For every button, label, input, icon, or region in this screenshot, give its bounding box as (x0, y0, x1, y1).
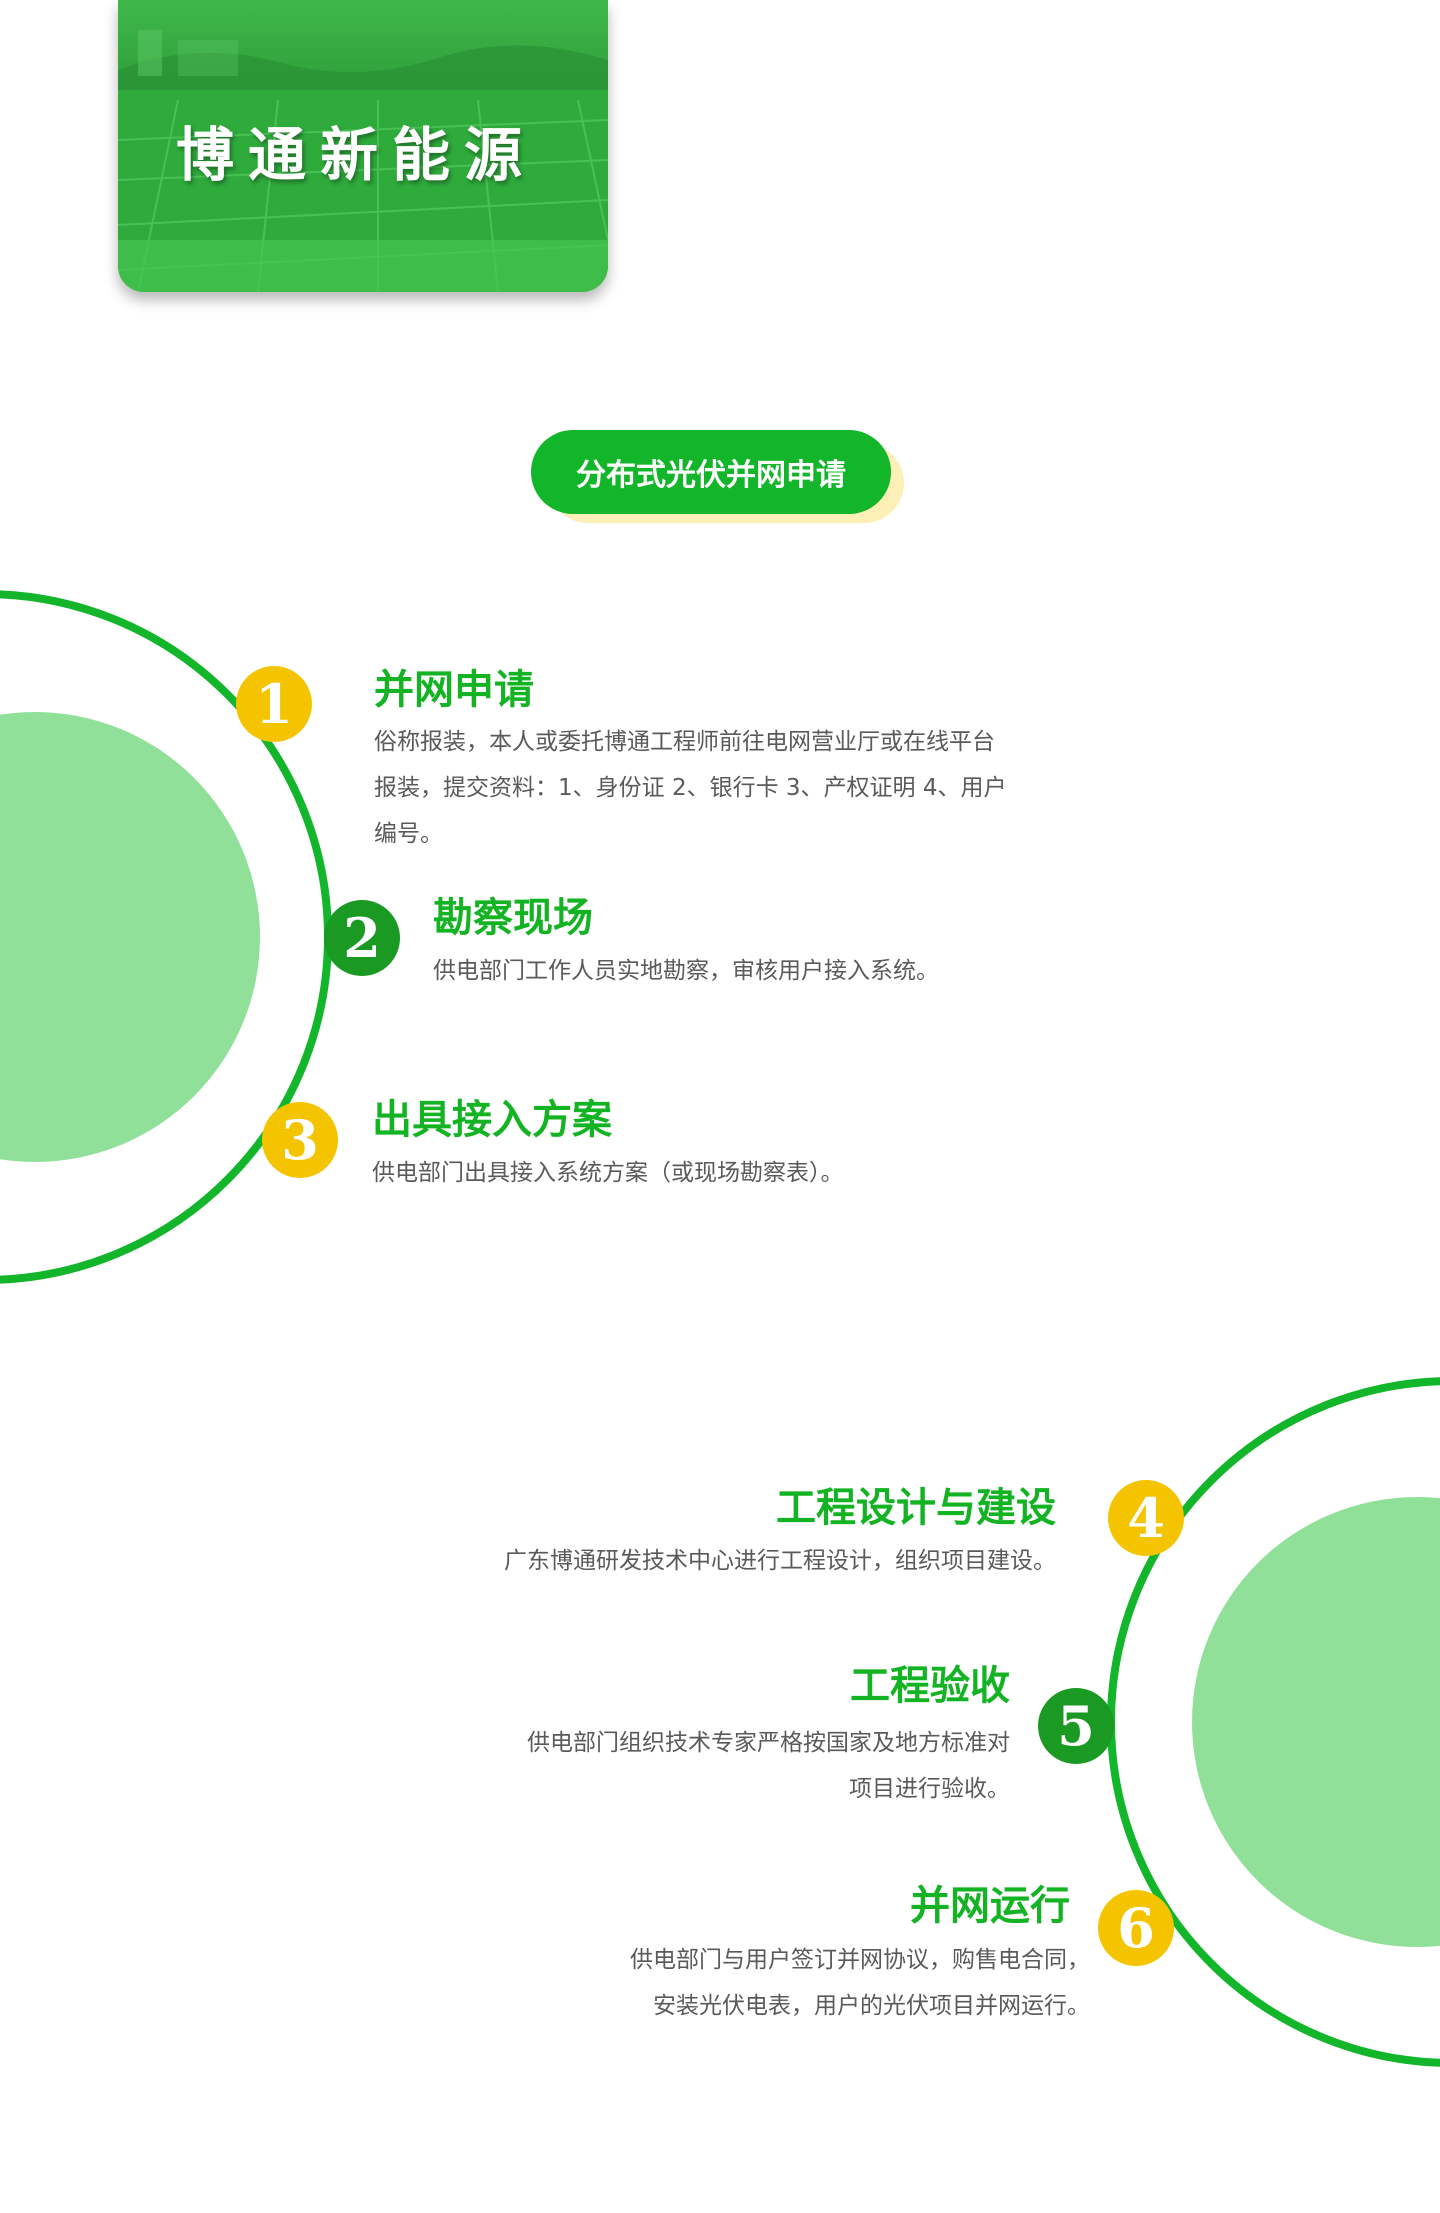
step-4-desc-line: 广东博通研发技术中心进行工程设计，组织项目建设。 (504, 1548, 1056, 1574)
step-1-desc-line: 报装，提交资料：1、身份证 2、银行卡 3、产权证明 4、用户 (374, 775, 1007, 801)
step-3-title: 出具接入方案 (372, 1097, 612, 1143)
step-5-title: 工程验收 (850, 1663, 1010, 1709)
step-1-desc-line: 编号。 (374, 821, 443, 847)
step-5-number-badge: 5 (1038, 1688, 1114, 1764)
step-2-desc-line: 供电部门工作人员实地勘察，审核用户接入系统。 (433, 958, 939, 984)
step-6-description: 供电部门与用户签订并网协议，购售电合同， 安装光伏电表，用户的光伏项目并网运行。 (390, 1937, 1090, 2029)
brand-name: 博通新能源 (176, 121, 537, 189)
step-1-desc-line: 俗称报装，本人或委托博通工程师前往电网营业厅或在线平台 (374, 729, 995, 755)
step-1-number-badge: 1 (236, 666, 312, 742)
step-6-title: 并网运行 (910, 1883, 1070, 1929)
step-5-desc-line: 供电部门组织技术专家严格按国家及地方标准对 (527, 1730, 1010, 1756)
step-6-desc-line: 安装光伏电表，用户的光伏项目并网运行。 (653, 1993, 1090, 2019)
right-disc (1192, 1497, 1440, 1947)
step-3-number-badge: 3 (262, 1102, 338, 1178)
step-4-number-badge: 4 (1108, 1480, 1184, 1556)
step-5-description: 供电部门组织技术专家严格按国家及地方标准对 项目进行验收。 (340, 1720, 1010, 1812)
left-disc (0, 712, 260, 1162)
step-6-number-badge: 6 (1098, 1890, 1174, 1966)
step-4-description: 广东博通研发技术中心进行工程设计，组织项目建设。 (340, 1538, 1056, 1584)
step-2-title: 勘察现场 (433, 895, 593, 941)
step-5-desc-line: 项目进行验收。 (849, 1776, 1010, 1802)
solar-panels-field-icon (118, 0, 608, 292)
step-1-description: 俗称报装，本人或委托博通工程师前往电网营业厅或在线平台 报装，提交资料：1、身份… (374, 719, 1094, 857)
step-3-description: 供电部门出具接入系统方案（或现场勘察表）。 (372, 1150, 1072, 1196)
step-6-desc-line: 供电部门与用户签订并网协议，购售电合同， (630, 1947, 1090, 1973)
step-1-title: 并网申请 (374, 667, 534, 713)
step-2-description: 供电部门工作人员实地勘察，审核用户接入系统。 (433, 948, 1133, 994)
step-2-number-badge: 2 (324, 900, 400, 976)
section-title: 分布式光伏并网申请 (531, 430, 891, 514)
brand-banner: 博通新能源 (118, 0, 608, 292)
step-4-title: 工程设计与建设 (776, 1485, 1056, 1531)
step-3-desc-line: 供电部门出具接入系统方案（或现场勘察表）。 (372, 1160, 844, 1186)
